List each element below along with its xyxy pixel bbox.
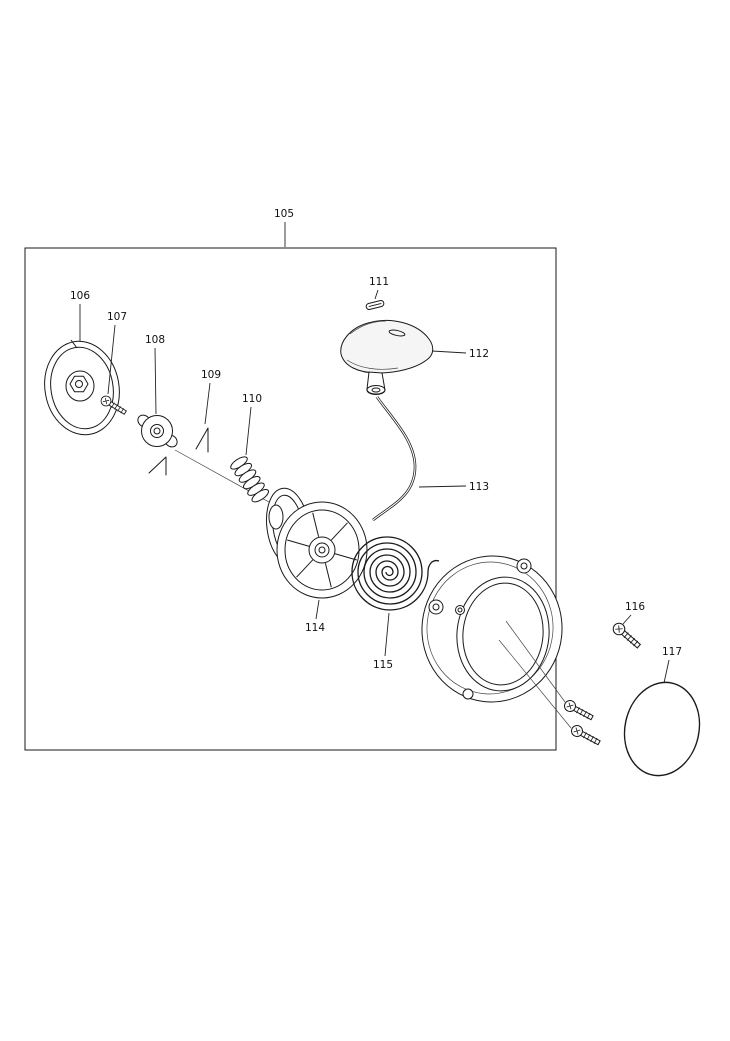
part-109-wire-clip <box>195 427 209 453</box>
callout-109: 109 <box>201 369 221 425</box>
housing-screw-leader-lines <box>498 620 572 729</box>
callout-116-label: 116 <box>625 601 645 613</box>
callout-110-label: 110 <box>242 393 262 405</box>
callout-112-label: 112 <box>469 348 489 360</box>
callout-108: 108 <box>145 334 165 415</box>
callout-112: 112 <box>431 348 489 360</box>
part-114-rope-reel <box>266 487 368 599</box>
callout-114: 114 <box>305 599 325 634</box>
callout-113-label: 113 <box>469 481 489 493</box>
callout-111-label: 111 <box>369 276 389 288</box>
part-115-spiral-spring <box>351 536 440 611</box>
callout-105-label: 105 <box>274 208 294 220</box>
callout-116: 116 <box>622 601 645 625</box>
callout-109-label: 109 <box>201 369 221 381</box>
callout-115: 115 <box>373 612 393 671</box>
assembly-boundary-box <box>24 247 557 751</box>
callout-114-label: 114 <box>305 622 325 634</box>
part-111-pin <box>365 300 385 310</box>
callout-105: 105 <box>274 208 294 247</box>
housing-mounting-screw-upper <box>562 698 596 724</box>
part-106-flange-disc <box>44 339 120 436</box>
callout-108-label: 108 <box>145 334 165 346</box>
callout-111: 111 <box>369 276 389 300</box>
callout-107: 107 <box>107 311 127 395</box>
part-116-screw <box>610 620 644 652</box>
callout-107-label: 107 <box>107 311 127 323</box>
recoil-housing <box>421 555 563 703</box>
callout-106-label: 106 <box>70 290 90 302</box>
part-112-starter-grip <box>340 319 434 395</box>
part-113-starter-rope <box>372 396 417 522</box>
part-108-pawl <box>137 414 178 476</box>
callout-115-label: 115 <box>373 659 393 671</box>
callout-110: 110 <box>242 393 262 456</box>
callout-113: 113 <box>418 481 489 493</box>
callout-117: 117 <box>662 646 682 684</box>
part-117-ring <box>623 681 701 777</box>
callout-117-label: 117 <box>662 646 682 658</box>
housing-mounting-screw-lower <box>569 723 603 749</box>
part-110-coil-spring <box>230 456 270 503</box>
callout-106: 106 <box>70 290 90 341</box>
